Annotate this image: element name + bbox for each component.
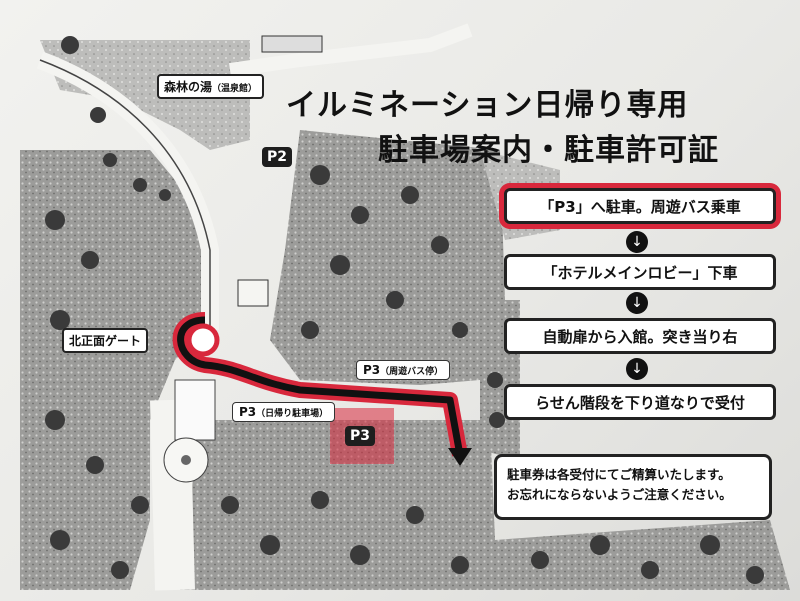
- building-onsen: [261, 35, 323, 53]
- p2-badge: P2: [262, 147, 293, 167]
- forest-area-top-left: [40, 40, 250, 150]
- note-box: 駐車券は各受付にてご精算いたします。 お忘れにならないようご注意ください。: [494, 454, 772, 520]
- step-3-box: 自動扉から入館。突き当り右: [504, 318, 776, 354]
- step-1-box: 「P3」へ駐車。周遊バス乗車: [504, 188, 776, 224]
- main-road-edge: [39, 59, 211, 330]
- upper-road: [229, 23, 473, 77]
- p3-day-parking-label: P3（日帰り駐車場）: [232, 402, 336, 422]
- note-line-2: お忘れにならないようご注意ください。: [507, 487, 732, 502]
- forest-area-left: [20, 150, 205, 590]
- route-arrowhead: [448, 448, 472, 466]
- step-2-box: 「ホテルメインロビー」下車: [504, 254, 776, 290]
- approach-road: [150, 399, 195, 591]
- north-gate-label: 北正面ゲート: [62, 328, 149, 353]
- step-arrow-icon: ↓: [626, 358, 648, 380]
- step-4-box: らせん階段を下り道なりで受付: [504, 384, 776, 420]
- step-arrow-icon: ↓: [626, 292, 648, 314]
- route-path: [177, 316, 464, 456]
- page-title-line2: 駐車場案内・駐車許可証: [378, 133, 719, 168]
- note-line-1: 駐車券は各受付にてご精算いたします。: [507, 467, 731, 482]
- building-small: [237, 279, 269, 307]
- forest-area-center: [270, 130, 505, 385]
- onsen-label-text: 森林の湯: [164, 80, 213, 94]
- p3-badge: P3: [345, 426, 376, 446]
- p3-bus-code: P3: [363, 363, 381, 377]
- p3-day-code: P3: [239, 405, 257, 419]
- onsen-label: 森林の湯（温泉館）: [157, 74, 265, 99]
- step-arrow-icon: ↓: [626, 231, 648, 253]
- gate-building: [174, 379, 216, 441]
- page-title-line1: イルミネーション日帰り専用: [286, 88, 689, 123]
- p3-bus-stop-label: P3（周遊バス停）: [356, 360, 451, 380]
- onsen-label-sub: （温泉館）: [212, 84, 258, 94]
- p3-bus-sub: （周遊バス停）: [380, 367, 444, 377]
- p3-day-sub: （日帰り駐車場）: [256, 409, 329, 419]
